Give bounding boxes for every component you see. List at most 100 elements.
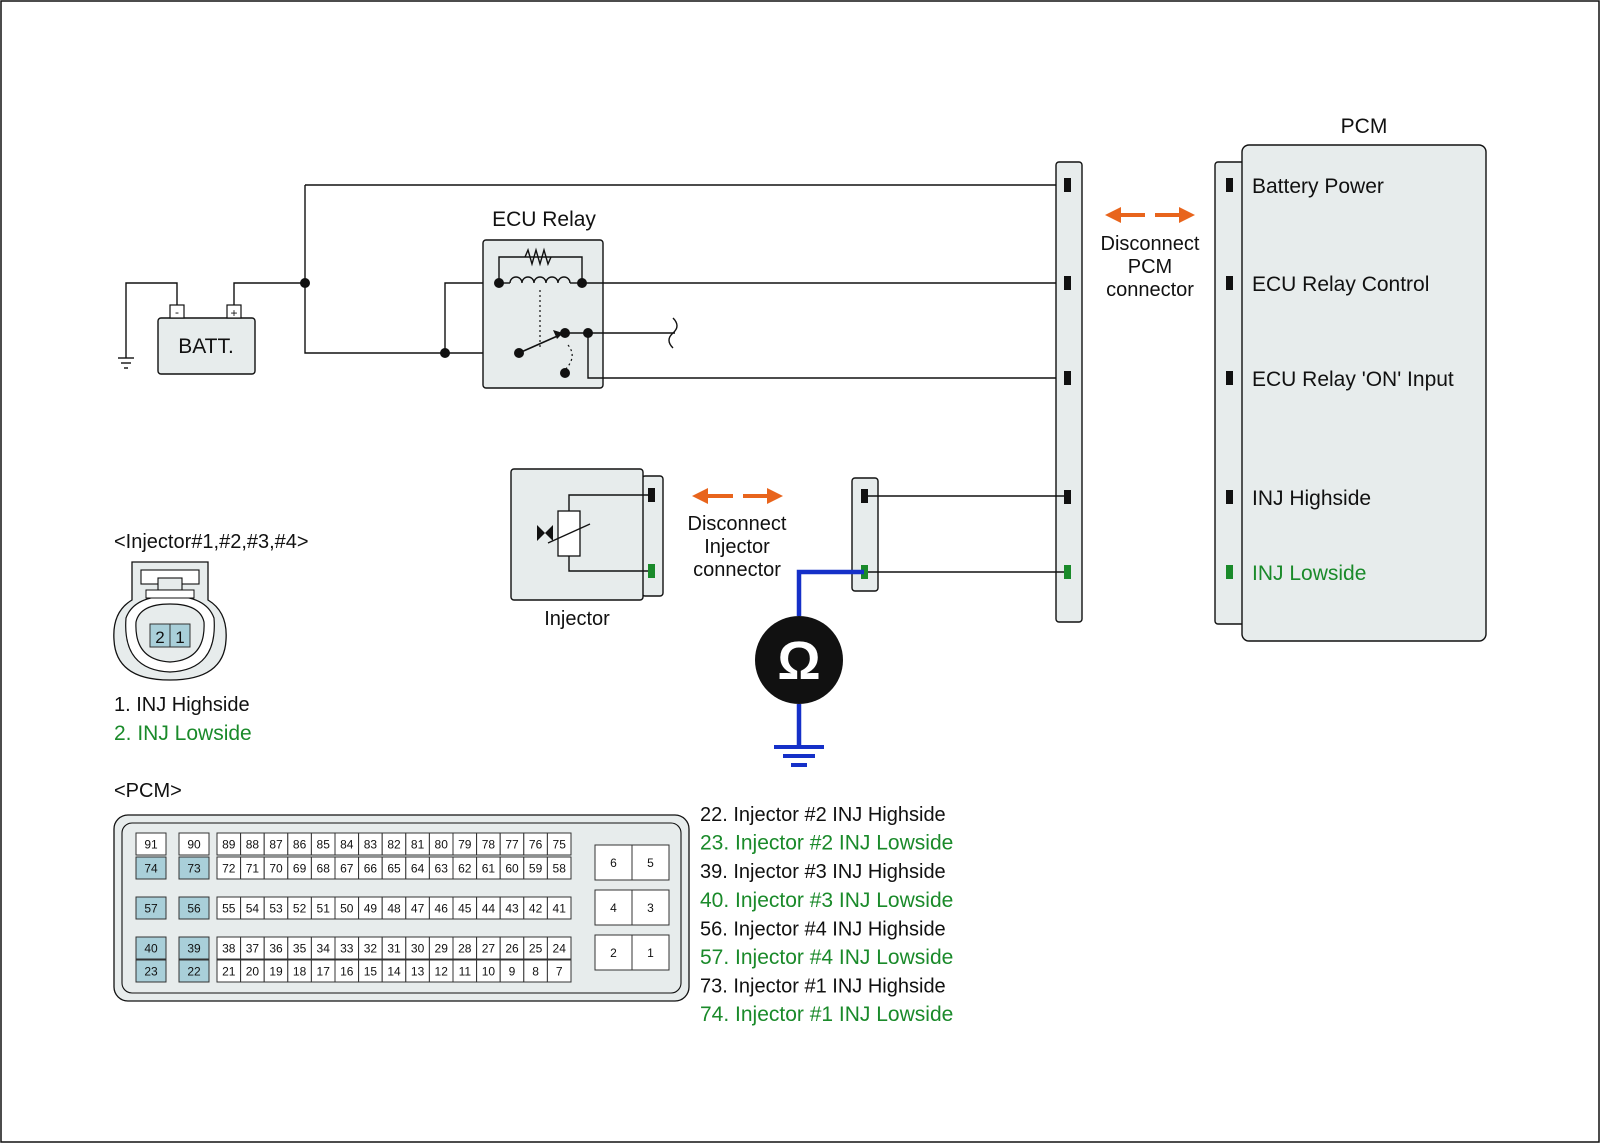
pcm-pin-number: 40 [144,942,158,956]
pcm-pin-number: 51 [317,902,331,916]
pcm-pin-number: 38 [222,942,236,956]
pcm-harness-connector [1055,161,1083,623]
pcm-pin-number: 39 [187,942,201,956]
pcm-pin-number: 69 [293,862,307,876]
pcm-pin-cell [178,832,210,856]
meter-ground-icon [774,745,824,767]
pcm-pin-cell [546,959,572,983]
pcm-legend-item: 22. Injector #2 INJ Highside [700,804,946,826]
pcm-pin-cell [135,856,167,880]
pcm-terminal-battery-power: Battery Power [1252,175,1384,198]
pcm-pin-number: 81 [411,838,425,852]
pcm-pin-cell [178,959,210,983]
relay-coil-frame [498,256,583,283]
pcm-pin-number: 62 [458,862,472,876]
pcm-pin-number: 84 [340,838,354,852]
pcm-pin-number: 37 [246,942,260,956]
pcm-pin-number: 45 [458,902,472,916]
pcm-title: PCM [1341,115,1388,138]
pcm-pin-number: 28 [458,942,472,956]
pcm-pin-number: 72 [222,862,236,876]
pcm-pin-number: 70 [269,862,283,876]
pcm-pin-number: 87 [269,838,283,852]
pcm-pin-number: 36 [269,942,283,956]
pcm-terminal-inj-lowside: INJ Lowside [1252,562,1366,585]
pcm-pin-number: 68 [317,862,331,876]
pcm-pin-number: 49 [364,902,378,916]
pcm-pin-number: 20 [246,965,260,979]
pcm-pin-cell [594,844,633,881]
pcm-pin-number: 76 [529,838,543,852]
pcm-legend-item: 73. Injector #1 INJ Highside [700,976,946,998]
pcm-pin-number: 63 [435,862,449,876]
pcm-pin-cell [631,889,670,926]
ohm-symbol: Ω [777,631,820,691]
pcm-pin-number: 53 [269,902,283,916]
pcm-connector-title: <PCM> [114,780,182,802]
pcm-pin-number: 24 [553,942,567,956]
battery: - + BATT. [157,304,256,375]
battery-body [157,317,256,375]
pcm-pin-number: 27 [482,942,496,956]
pcm-legend-item: 56. Injector #4 INJ Highside [700,918,946,940]
injector-pin-1 [169,623,191,648]
pcm-pin-number: 17 [317,965,331,979]
disconnect-injector-label-2: Injector [704,536,770,558]
svg-text:1: 1 [175,628,184,647]
pcm-pin-number: 15 [364,965,378,979]
pcm-pin-number: 88 [246,838,260,852]
svg-text:2: 2 [155,628,164,647]
pcm-pin-number: 67 [340,862,354,876]
pcm-pin-number: 13 [411,965,425,979]
injector: Injector [510,468,664,630]
pcm-legend-item: 40. Injector #3 INJ Lowside [700,889,953,912]
pcm-pin-number: 55 [222,902,236,916]
injector-legend-2: 2. INJ Lowside [114,722,252,745]
ohmmeter-icon: Ω [755,616,843,704]
pcm-pin-number: 29 [435,942,449,956]
pcm-module: PCM Battery Power ECU Relay Control ECU … [1214,115,1487,642]
wire-break-icon [668,317,678,349]
pcm-pin-cell [178,856,210,880]
pcm-pin-cell [631,844,670,881]
pcm-pin-number: 3 [647,901,654,915]
disconnect-pcm-label-3: connector [1106,279,1194,301]
pcm-pin-number: 58 [553,862,567,876]
ecu-relay-title: ECU Relay [492,208,596,231]
pcm-pin-number: 57 [144,902,158,916]
pcm-pin-number: 33 [340,942,354,956]
pcm-pin-cell [135,936,167,960]
pcm-pin-number: 42 [529,902,543,916]
pcm-pin-number: 75 [553,838,567,852]
injector-connector-title: <Injector#1,#2,#3,#4> [114,531,309,553]
pcm-pin-cell [135,832,167,856]
pcm-pin-cell [546,936,572,960]
pcm-pin-number: 4 [610,901,617,915]
pcm-pin-number: 83 [364,838,378,852]
pcm-pin-number: 77 [505,838,519,852]
injector-harness-connector [851,477,879,592]
pcm-legend-item: 57. Injector #4 INJ Lowside [700,946,953,969]
pcm-pin-number: 32 [364,942,378,956]
pcm-pin-number: 26 [505,942,519,956]
ecu-relay: ECU Relay [482,208,604,389]
pcm-pin-number: 18 [293,965,307,979]
pcm-pin-number: 22 [187,965,201,979]
pcm-pin-number: 90 [187,838,201,852]
pcm-pin-cell [178,936,210,960]
disconnect-injector-arrow-icon [692,488,783,504]
pcm-pin-number: 78 [482,838,496,852]
pcm-pin-number: 23 [144,965,158,979]
pcm-pin-number: 30 [411,942,425,956]
pcm-pin-number: 8 [532,965,539,979]
meter-lead-wire [796,569,864,616]
pcm-pin-number: 71 [246,862,260,876]
pcm-pin-number: 6 [610,856,617,870]
pcm-pin-number: 60 [505,862,519,876]
pcm-pin-cell [135,959,167,983]
pcm-terminal-ecu-relay-control: ECU Relay Control [1252,273,1429,296]
pcm-pin-cell [135,896,167,920]
